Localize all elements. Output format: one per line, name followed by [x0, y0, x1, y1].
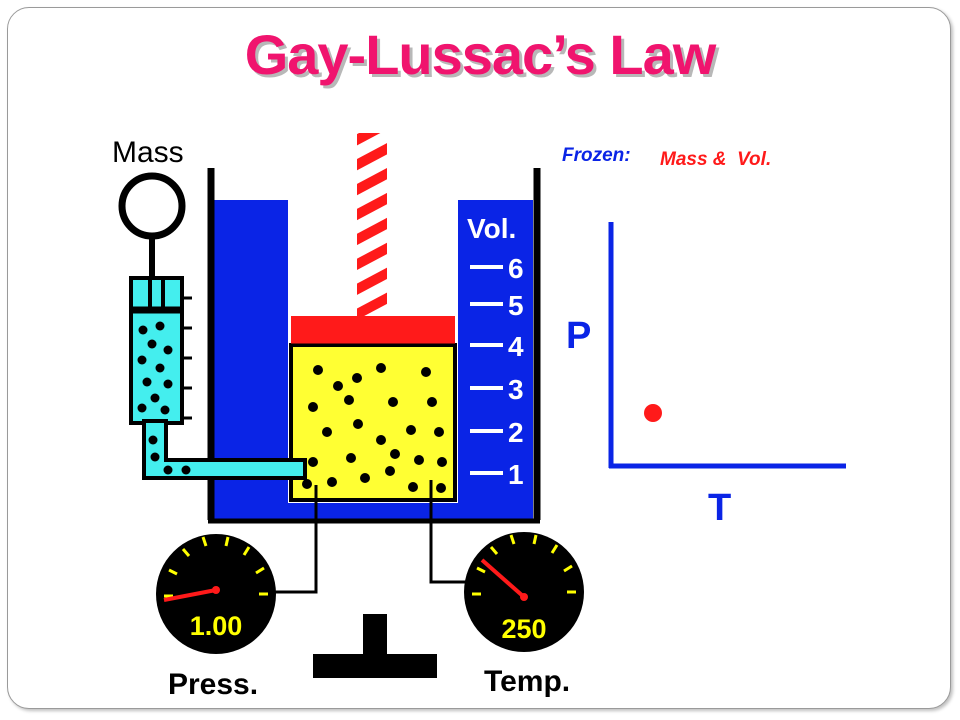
mass-label: Mass	[112, 136, 184, 169]
tube-molecules	[148, 435, 191, 475]
pressure-needle	[163, 588, 217, 602]
mass-knob	[118, 172, 186, 240]
graph-y-axis-label: P	[566, 315, 591, 357]
pressure-wire	[275, 485, 318, 594]
graph-x-axis-label: T	[708, 487, 731, 529]
frozen-label: Frozen:	[562, 145, 631, 166]
temperature-needle-hub	[520, 593, 528, 601]
pressure-label: Press.	[168, 668, 258, 701]
temperature-gauge	[464, 532, 584, 652]
volume-mark-1: 1	[508, 459, 524, 490]
pressure-needle-hub	[212, 586, 220, 594]
volume-mark-5: 5	[508, 290, 524, 321]
reservoir-stem-right	[161, 280, 165, 310]
volume-label: Vol.	[467, 213, 516, 244]
volume-mark-4: 4	[508, 331, 524, 362]
graph-data-point	[644, 404, 662, 422]
volume-mark-6: 6	[508, 253, 524, 284]
temperature-needle	[480, 558, 526, 599]
temperature-value: 250	[501, 614, 546, 644]
frozen-items: Mass & Vol.	[660, 149, 771, 170]
temperature-label: Temp.	[484, 665, 570, 698]
reservoir-ticks	[182, 296, 192, 420]
gas-molecules	[302, 363, 447, 493]
volume-mark-2: 2	[508, 417, 524, 448]
reservoir-molecules	[137, 321, 173, 415]
reservoir-stem-left	[148, 280, 152, 310]
stand-base	[313, 654, 437, 678]
piston-head	[291, 316, 455, 346]
volume-ticks	[470, 265, 503, 475]
pt-graph: P T	[566, 222, 846, 529]
temperature-gauge-ticks	[472, 534, 576, 596]
temperature-wire	[429, 480, 468, 584]
volume-mark-3: 3	[508, 374, 524, 405]
connecting-tube	[142, 419, 307, 480]
pressure-gauge-ticks	[164, 536, 268, 598]
stand-post	[363, 614, 387, 656]
slide-title: Gay-Lussac’s Law	[244, 23, 717, 86]
piston-rod	[357, 133, 387, 316]
pressure-value: 1.00	[190, 611, 243, 641]
